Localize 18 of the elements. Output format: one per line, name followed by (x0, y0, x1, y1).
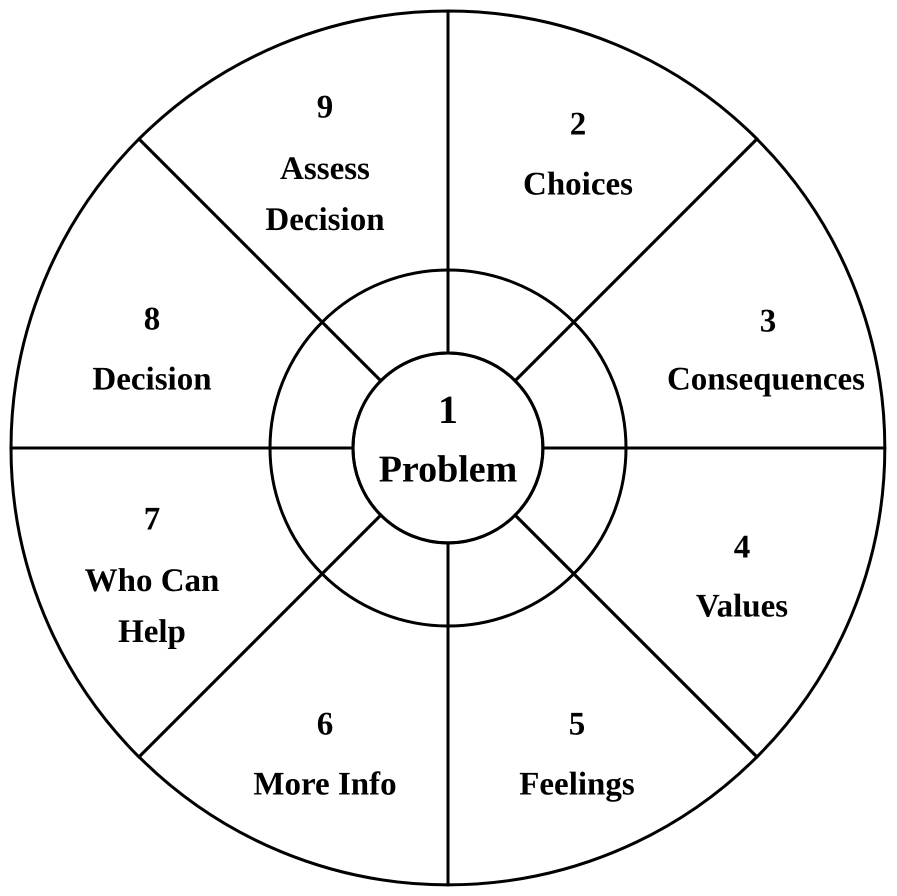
step-label: Consequences (666, 360, 866, 400)
step-label: More Info (252, 765, 398, 804)
step-label: Choices (522, 165, 634, 204)
step-number: 7 (142, 500, 162, 540)
step-number: 8 (142, 300, 162, 340)
step-label: Who Can Help (84, 562, 220, 652)
step-number: 2 (568, 105, 588, 144)
step-number: 1 (437, 386, 459, 434)
step-label: Values (694, 587, 790, 626)
step-number: 6 (316, 705, 334, 744)
step-label: Decision (91, 360, 213, 400)
step-label: Feelings (518, 765, 636, 804)
step-number: 4 (732, 528, 752, 568)
step-label: Assess Decision (264, 150, 386, 240)
step-number: 3 (758, 302, 778, 342)
step-label: Problem (378, 448, 518, 493)
step-number: 9 (316, 88, 334, 128)
step-number: 5 (568, 705, 586, 744)
